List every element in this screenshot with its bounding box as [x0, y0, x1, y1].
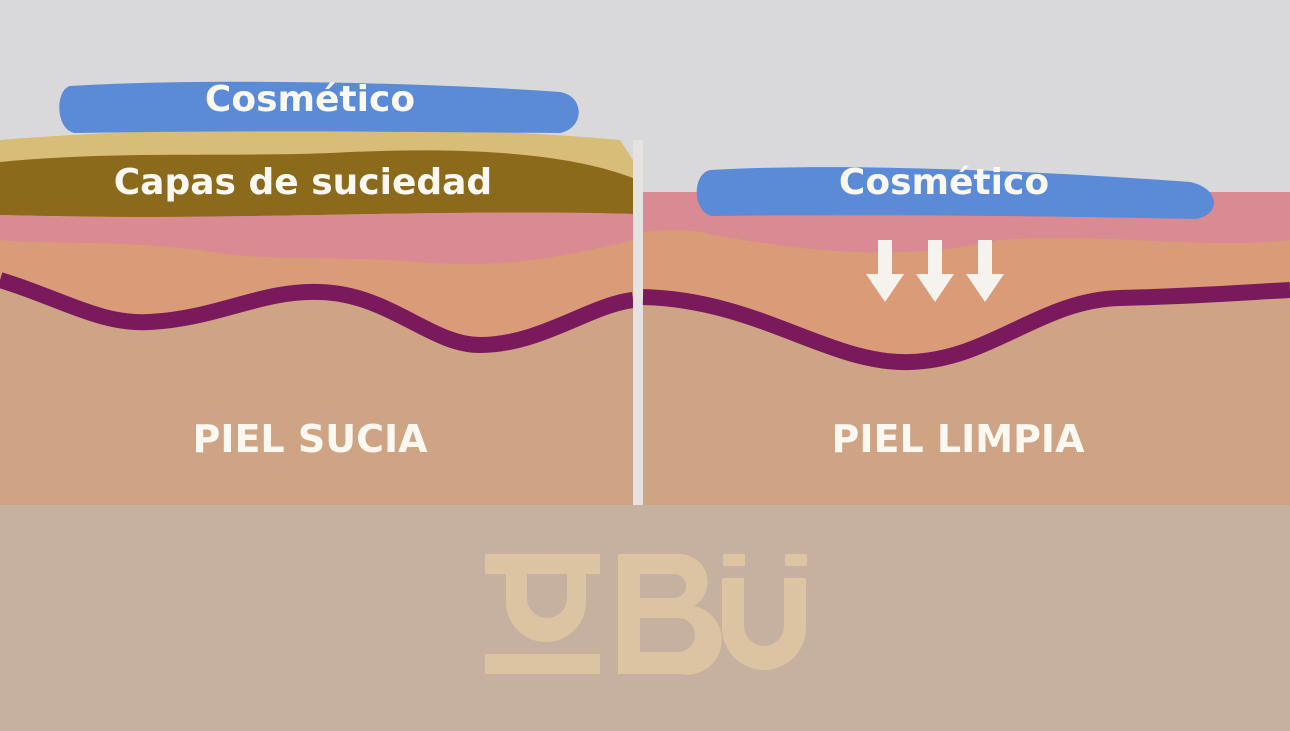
ubu-logo: [485, 554, 807, 675]
dirt-layers-label: Capas de suciedad: [114, 162, 492, 203]
right-panel-clean-skin: Cosmético PIEL LIMPIA: [642, 162, 1290, 505]
cosmetic-label-right: Cosmético: [839, 162, 1049, 203]
arrow-down-icon: [916, 240, 954, 302]
arrow-down-icon: [866, 240, 904, 302]
panel-divider: [633, 140, 643, 505]
cosmetic-layer-left: [59, 81, 579, 133]
cosmetic-label-left: Cosmético: [205, 79, 415, 120]
arrow-down-icon: [966, 240, 1004, 302]
dermis: [0, 282, 633, 505]
basal-membrane-line: [642, 282, 1290, 371]
dirty-skin-title: PIEL SUCIA: [192, 417, 428, 461]
clean-skin-title: PIEL LIMPIA: [832, 417, 1086, 461]
basal-membrane-line: [0, 272, 635, 354]
epidermis-pink: [0, 212, 633, 264]
dirt-layer-dark: [0, 150, 633, 218]
cosmetic-layer-right: [696, 167, 1214, 219]
left-panel-dirty-skin: Cosmético Capas de suciedad PIEL SUCIA: [0, 79, 635, 505]
